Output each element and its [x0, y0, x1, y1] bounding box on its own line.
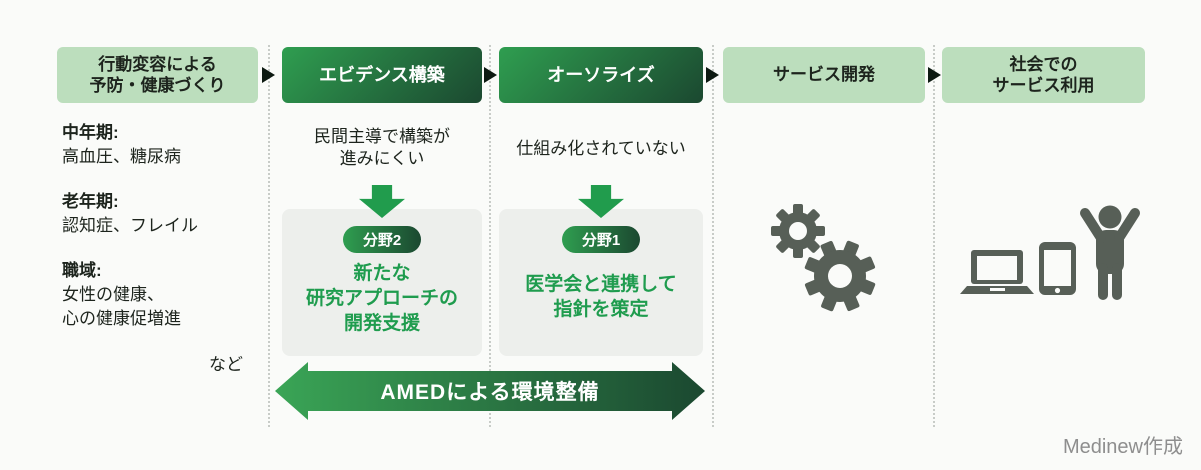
group-title: 職域: [62, 261, 102, 280]
stage-label: エビデンス構築 [319, 64, 445, 85]
action-line: 研究アプローチの [305, 288, 458, 309]
gears-icon [771, 204, 876, 312]
stage-label: 行動変容による [98, 54, 217, 74]
stage-authorize: オーソライズ [499, 47, 703, 103]
stage-service-dev: サービス開発 [723, 47, 925, 103]
group-body: 認知症、フレイル [62, 216, 198, 235]
right-arrow-icon [262, 67, 275, 83]
prevention-target-list: 中年期: 高血圧、糖尿病 老年期: 認知症、フレイル 職域: 女性の健康、 心の… [62, 121, 252, 352]
stage-label: サービス開発 [773, 65, 875, 85]
group-body: 心の健康促増進 [62, 309, 181, 328]
group-title: 老年期: [62, 192, 119, 211]
issue-line: 民間主導で構築が [314, 127, 450, 146]
social-use-icons [960, 205, 1140, 300]
action-line: 開発支援 [343, 313, 420, 334]
stage-label: サービス利用 [992, 76, 1095, 95]
stage-evidence: エビデンス構築 [282, 47, 482, 103]
action-line: 指針を策定 [553, 299, 649, 320]
stage-social-use: 社会での サービス利用 [942, 47, 1145, 103]
right-arrow-icon [928, 67, 941, 83]
authorize-action: 医学会と連携して 指針を策定 [499, 272, 703, 322]
amed-banner-label: AMEDによる環境整備 [380, 381, 600, 404]
field-2-badge: 分野2 [343, 226, 421, 253]
group-body: 女性の健康、 [62, 285, 164, 304]
prevention-group: 老年期: 認知症、フレイル [62, 190, 252, 238]
prevention-group: 中年期: 高血圧、糖尿病 [62, 121, 252, 169]
phase-separator [712, 45, 714, 427]
action-line: 新たな [353, 263, 411, 284]
right-arrow-icon [484, 67, 497, 83]
smartphone-icon [1039, 242, 1076, 295]
laptop-icon [960, 250, 1034, 294]
etc-label: など [209, 355, 243, 374]
authorize-issue: 仕組み化されていない [499, 138, 703, 160]
field-1-badge: 分野1 [562, 226, 640, 253]
group-body: 高血圧、糖尿病 [62, 147, 181, 166]
credit-label: Medinew作成 [1062, 436, 1183, 458]
prevention-group: 職域: 女性の健康、 心の健康促増進 [62, 259, 252, 331]
issue-line: 仕組み化されていない [516, 139, 686, 158]
person-raised-arms-icon [1080, 205, 1140, 300]
stage-label: オーソライズ [547, 64, 655, 85]
action-line: 医学会と連携して [525, 274, 677, 295]
amed-banner: AMEDによる環境整備 [275, 362, 705, 420]
evidence-action: 新たな 研究アプローチの 開発支援 [282, 261, 482, 336]
group-title: 中年期: [62, 123, 119, 142]
stage-label: 予防・健康づくり [89, 76, 226, 95]
phase-separator [933, 45, 935, 427]
evidence-issue: 民間主導で構築が 進みにくい [282, 126, 482, 170]
phase-separator [268, 45, 270, 427]
issue-line: 進みにくい [339, 149, 425, 168]
stage-prevention: 行動変容による 予防・健康づくり [57, 47, 258, 103]
stage-label: 社会での [1009, 54, 1078, 74]
right-arrow-icon [706, 67, 719, 83]
phase-separator [489, 45, 491, 427]
